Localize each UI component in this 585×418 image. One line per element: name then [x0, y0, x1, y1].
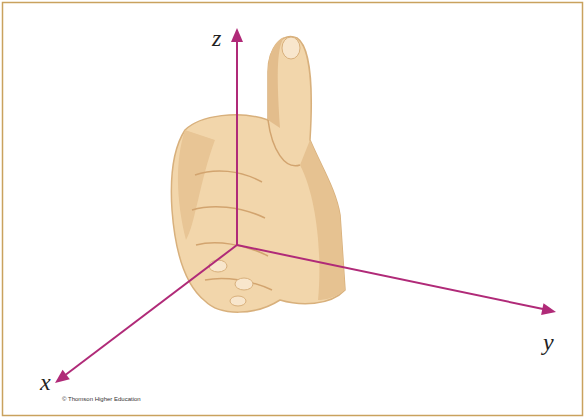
z-axis: [236, 40, 238, 245]
thumb-crease: [268, 120, 300, 166]
finger-nail: [209, 260, 227, 272]
finger-crease: [192, 207, 265, 218]
frame-border: [3, 3, 583, 416]
arrow-head: [541, 303, 556, 315]
copyright-note: © Thomson Higher Education: [62, 396, 141, 402]
axis-label: y: [543, 330, 554, 354]
arrow-head: [55, 370, 70, 383]
axis-label: x: [40, 370, 51, 394]
coordinate-axes: [55, 28, 556, 383]
hand-skin: [171, 37, 345, 313]
y-axis: [237, 245, 543, 309]
finger-crease: [205, 278, 272, 290]
finger-crease: [195, 171, 262, 182]
hand-drawing: [171, 37, 345, 313]
palm-shade: [300, 140, 345, 300]
finger-nail: [230, 296, 246, 306]
fist-shade: [178, 130, 215, 240]
axis-label: z: [212, 26, 221, 50]
thumb-shade: [268, 37, 284, 128]
arrow-head: [231, 28, 243, 42]
thumb-nail: [282, 37, 300, 59]
x-axis: [66, 245, 237, 375]
finger-nail: [235, 278, 253, 290]
